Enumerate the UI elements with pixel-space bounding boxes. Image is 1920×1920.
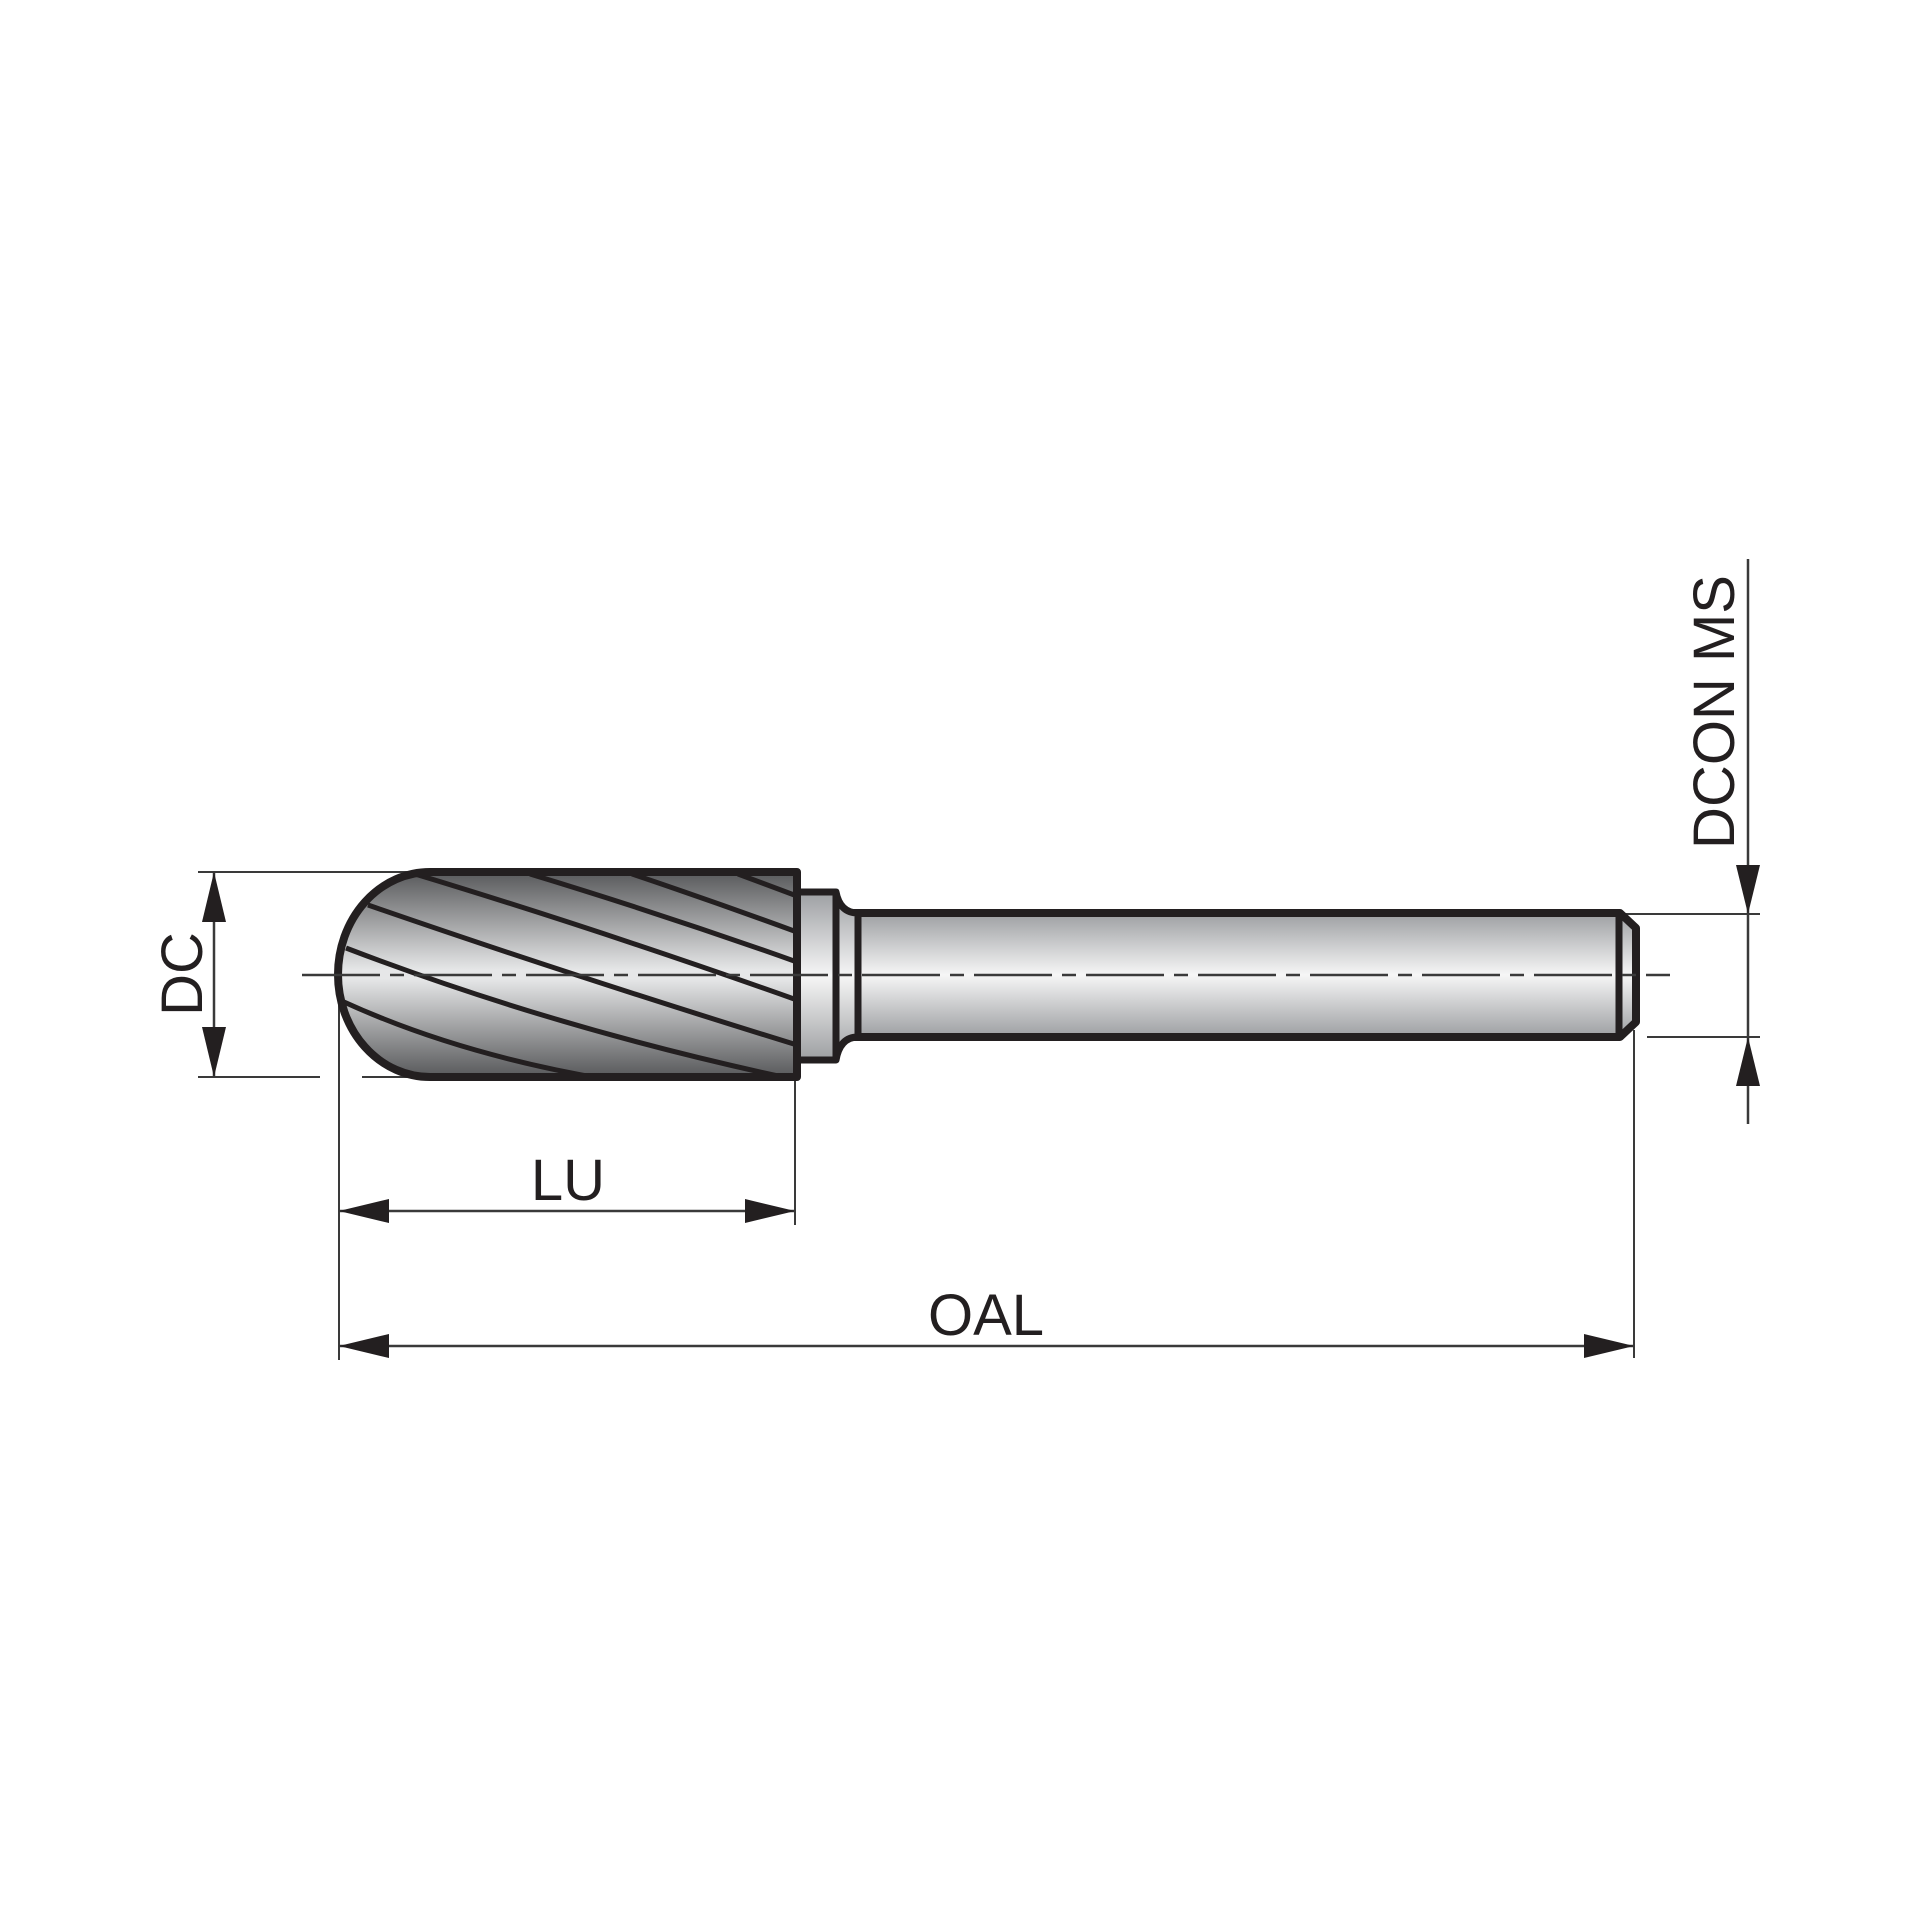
lu-dimension: LU xyxy=(339,1148,795,1223)
dcon-dimension: DCON MS xyxy=(1682,559,1760,1124)
lu-arrow-right-icon xyxy=(745,1199,795,1223)
dc-arrow-bottom-icon xyxy=(202,1027,226,1077)
extension-lines xyxy=(198,871,1760,1360)
oal-arrow-right-icon xyxy=(1584,1334,1634,1358)
oal-arrow-left-icon xyxy=(339,1334,389,1358)
dc-arrow-top-icon xyxy=(202,872,226,922)
dcon-arrow-bottom-icon xyxy=(1736,1037,1760,1086)
dcon-label: DCON MS xyxy=(1682,575,1747,849)
lu-label: LU xyxy=(531,1148,605,1213)
dcon-arrow-top-icon xyxy=(1736,865,1760,914)
dc-dimension: DC xyxy=(150,872,226,1077)
oal-label: OAL xyxy=(928,1283,1044,1348)
oal-dimension: OAL xyxy=(339,1283,1634,1358)
dc-label: DC xyxy=(150,932,215,1016)
lu-arrow-left-icon xyxy=(339,1199,389,1223)
